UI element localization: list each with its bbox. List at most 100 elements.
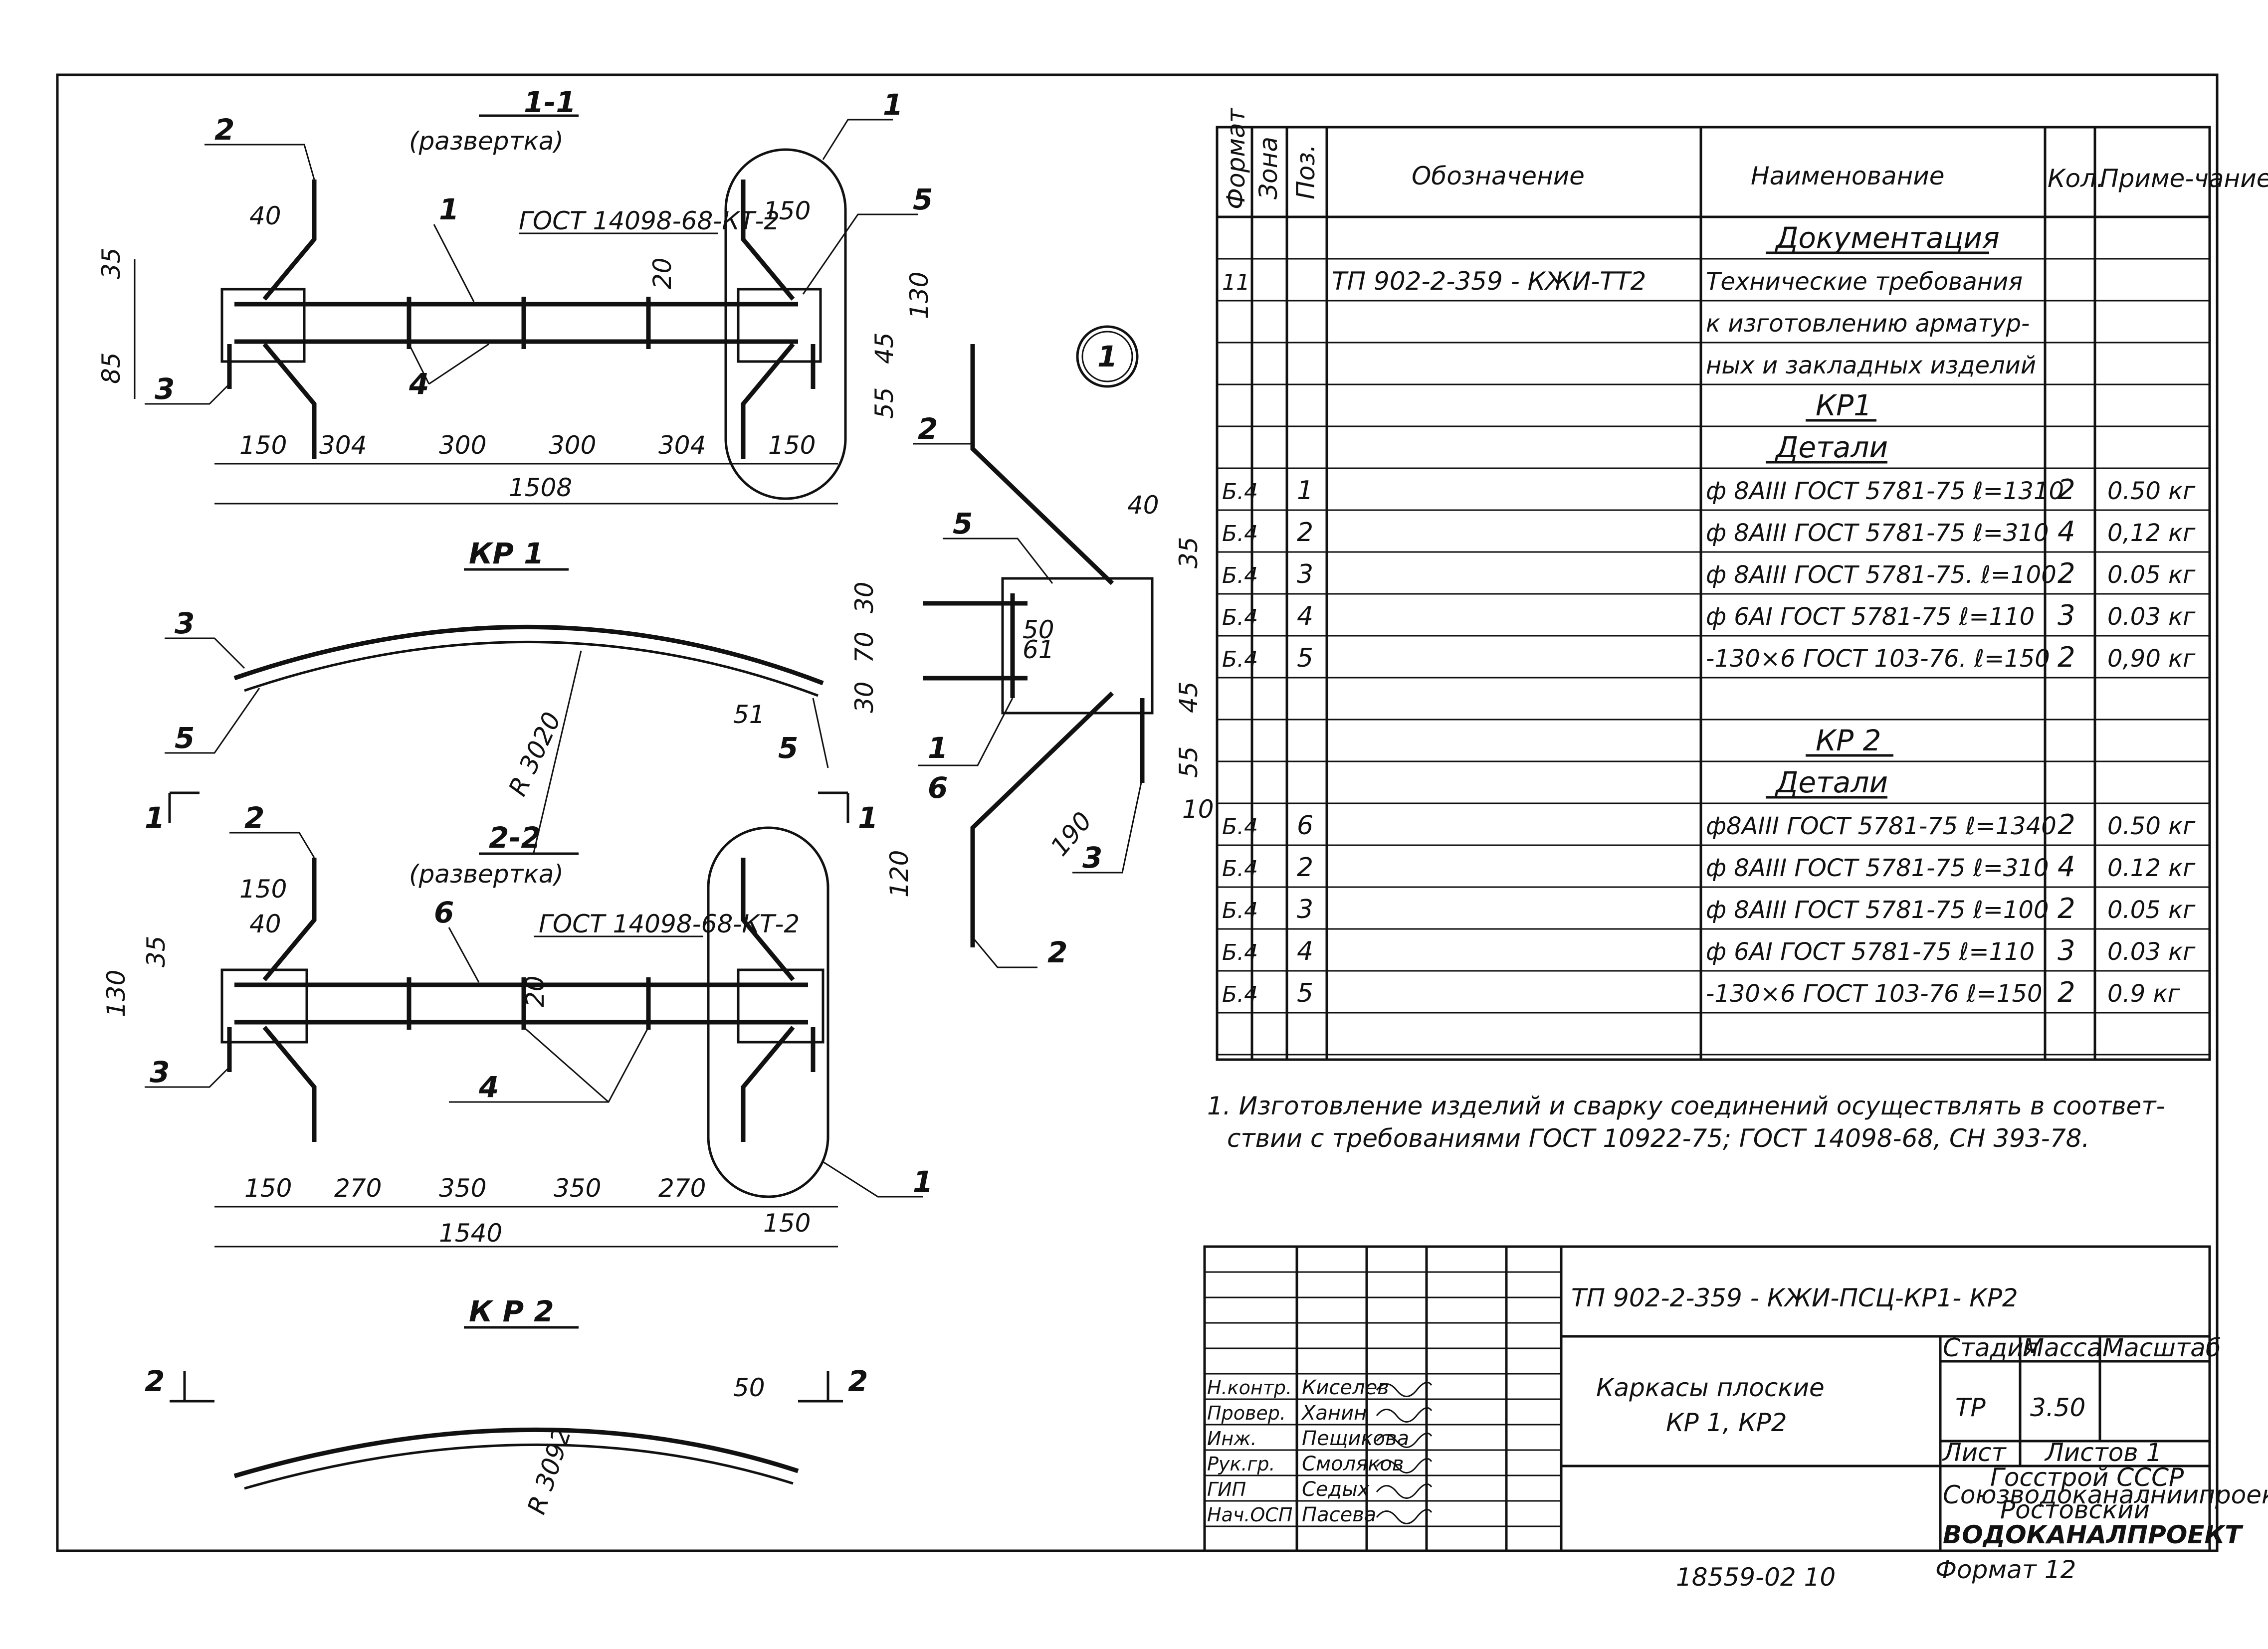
kr2-dim-4: 270: [658, 1174, 706, 1203]
signature-name: Пасева: [1302, 1503, 1376, 1526]
spec-cell-name: ф 8АIII ГОСТ 5781-75 ℓ=310: [1706, 854, 2049, 882]
node-dim-30-bottom: 30: [850, 681, 879, 713]
sheet-frame: [56, 73, 2219, 1552]
kr1-callout-3: 3: [155, 372, 175, 406]
node-callout-2-top: 2: [918, 412, 938, 446]
spec-cell-qty: 2: [2058, 976, 2075, 1009]
title-mass-label: Масса: [2023, 1333, 2102, 1362]
spec-cell-qty: 4: [2058, 851, 2075, 883]
spec-header-name: Наименование: [1751, 162, 1945, 190]
section-22-subtitle: (развертка): [409, 860, 564, 889]
node-dim-35: 35: [1174, 537, 1203, 568]
spec-table: Формат Зона Поз. Обозначение Наименовани…: [1216, 107, 2268, 1061]
spec-cell-name: ных и закладных изделий: [1706, 352, 2036, 379]
spec-cell-name: ф 6АI ГОСТ 5781-75 ℓ=110: [1706, 938, 2035, 966]
spec-cell-name: ф 8АIII ГОСТ 5781-75 ℓ=310: [1706, 519, 2049, 547]
title-stage: ТР: [1955, 1393, 1986, 1422]
spec-cell-pos: 6: [1297, 811, 1313, 841]
kr1-dim-5: 150: [768, 431, 816, 460]
spec-cell-qty: 2: [2058, 641, 2075, 674]
inventory-number: 18559-02 10: [1676, 1563, 1836, 1592]
spec-cell-qty: 2: [2058, 893, 2075, 925]
spec-cell-note: 0,12 кг: [2107, 519, 2196, 547]
node-callout-1: 1: [928, 731, 948, 765]
spec-cell-note: 0.12 кг: [2107, 854, 2196, 882]
section-mark-1-left: 1: [145, 801, 165, 835]
signature-scribble: [1376, 1483, 1433, 1499]
spec-cell-name: ф 8АIII ГОСТ 5781-75 ℓ=1310: [1706, 477, 2064, 505]
dim-51: 51: [733, 700, 765, 729]
note-line-2: ствии с требованиями ГОСТ 10922-75; ГОСТ…: [1227, 1124, 2089, 1153]
title-name-line-2: КР 1, КР2: [1666, 1408, 1787, 1437]
kr2-dim-last: 150: [763, 1209, 811, 1238]
signature-scribble: [1376, 1407, 1433, 1423]
title-name-line-1: Каркасы плоские: [1596, 1373, 1825, 1402]
org-line-3: Ростовский: [2000, 1495, 2150, 1524]
spec-cell-qty: 2: [2058, 557, 2075, 590]
spec-cell-format: Б.4: [1222, 479, 1258, 505]
spec-header-format: Формат: [1222, 107, 1250, 209]
spec-cell-pos: 5: [1297, 978, 1313, 1008]
title-stage-label: Стадия: [1943, 1333, 2039, 1362]
org-line-1: Госстрой СССР: [1990, 1463, 2184, 1492]
spec-header-pos: Поз.: [1291, 144, 1320, 199]
kr1-dim-0: 150: [239, 431, 287, 460]
kr2-dim-0: 150: [244, 1174, 292, 1203]
signature-name: Пещикова: [1302, 1427, 1409, 1450]
node-dim-61: 61: [1023, 635, 1054, 664]
spec-cell-note: 0.9 кг: [2107, 980, 2181, 1008]
kr1-dim-2: 300: [439, 431, 486, 460]
spec-cell-name: ф8АIII ГОСТ 5781-75 ℓ=1340: [1706, 812, 2057, 840]
footer-format: Формат 12: [1935, 1555, 2076, 1584]
spec-header-designation: Обозначение: [1412, 162, 1585, 190]
signature-role: ГИП: [1207, 1478, 1246, 1500]
spec-header-zone: Зона: [1254, 137, 1283, 199]
spec-cell-note: 0.50 кг: [2107, 812, 2196, 840]
spec-cell-name: к изготовлению арматур-: [1706, 310, 2030, 338]
signature-scribble: [1376, 1458, 1433, 1473]
spec-cell-qty: 2: [2058, 474, 2075, 506]
signature-role: Нач.ОСП: [1207, 1504, 1292, 1526]
spec-cell-format: Б.4: [1222, 647, 1258, 672]
kr2-dim-130: 130: [102, 970, 131, 1017]
dim-45: 45: [870, 332, 899, 364]
node-dim-10: 10: [1182, 795, 1214, 824]
spec-cell-format: Б.4: [1222, 814, 1258, 840]
dim-20: 20: [648, 257, 677, 289]
kr2-dim-20: 20: [521, 975, 550, 1007]
kr1-callout-5: 5: [913, 183, 933, 216]
signature-rows: Н.контр.КиселевПровер.ХанинИнж.ПещиковаР…: [1207, 1376, 1433, 1526]
node-label: 1: [1097, 340, 1117, 373]
node-dim-50: 50: [1023, 615, 1054, 644]
spec-cell-name: Детали: [1774, 430, 1888, 464]
spec-cell-name: КР1: [1816, 388, 1872, 422]
kr2-radius: R 3092: [522, 1425, 577, 1518]
kr2-callout-3: 3: [150, 1055, 170, 1089]
section-11-subtitle: (развертка): [409, 127, 564, 156]
signature-name: Киселев: [1302, 1376, 1389, 1399]
spec-cell-qty: 4: [2058, 516, 2075, 548]
gost-weld-label-1: ГОСТ 14098-68-КТ-2: [519, 206, 780, 235]
signature-scribble: [1376, 1432, 1433, 1448]
kr1-label: КР 1: [469, 537, 544, 570]
spec-cell-pos: 3: [1297, 895, 1313, 924]
spec-cell-format: Б.4: [1222, 940, 1258, 965]
node-callout-3: 3: [1082, 841, 1102, 875]
spec-header-qty: Кол.: [2048, 164, 2104, 193]
node-dim-55: 55: [1174, 746, 1203, 778]
dim-130: 130: [905, 272, 934, 319]
kr2-callout-4: 4: [478, 1070, 499, 1104]
kr2-callout-1: 1: [913, 1165, 933, 1199]
kr2-section-view: 2-2 (развертка) ГОСТ 14098-68-КТ-2 2 6 3…: [102, 801, 933, 1518]
kr2-arc: [233, 1427, 799, 1478]
kr2-dim-150-top: 150: [239, 875, 287, 904]
dim-150-top: 150: [763, 196, 811, 225]
spec-cell-note: 0.03 кг: [2107, 603, 2196, 631]
dim-40: 40: [249, 201, 281, 230]
spec-cell-name: Детали: [1774, 765, 1888, 799]
title-sheet-label: Лист: [1942, 1438, 2007, 1467]
spec-cell-format: Б.4: [1222, 521, 1258, 547]
spec-cell-note: 0.03 кг: [2107, 938, 2196, 966]
title-scale-label: Масштаб: [2102, 1333, 2221, 1362]
